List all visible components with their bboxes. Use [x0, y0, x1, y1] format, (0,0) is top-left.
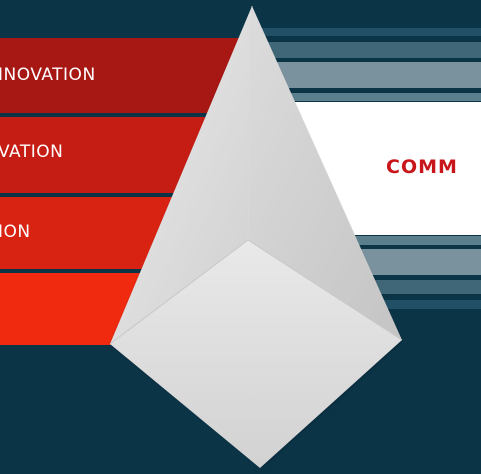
band-label: VATION — [0, 142, 64, 162]
stripe-top-1 — [248, 28, 481, 36]
pyramid-left-face — [110, 6, 252, 344]
pyramid-bottom-face — [110, 240, 402, 468]
stripe-bottom-1 — [248, 236, 481, 245]
stripe-top-4 — [248, 93, 481, 101]
panel-label: COMM — [386, 156, 458, 178]
pyramid-edge — [247, 5, 253, 241]
band-label: ION — [0, 222, 31, 242]
stripe-top-2 — [248, 42, 481, 58]
band-innovation: INOVATION — [0, 38, 248, 113]
pyramid-right-face — [248, 6, 402, 340]
band-label: INOVATION — [0, 64, 96, 85]
